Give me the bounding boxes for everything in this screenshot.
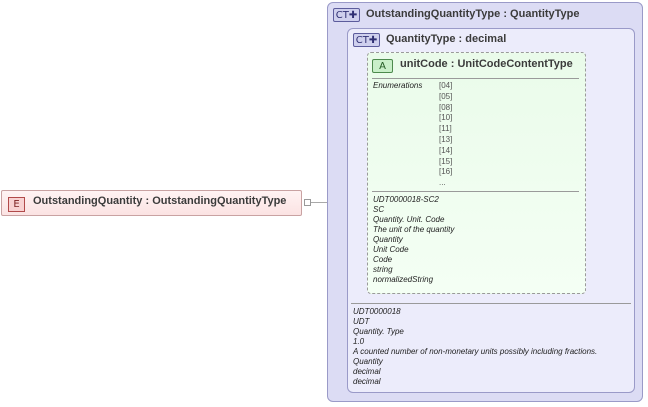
- doc-line: decimal: [353, 377, 381, 386]
- doc-line: UDT: [353, 317, 370, 326]
- inner-type-base: decimal: [465, 33, 507, 45]
- element-separator: :: [145, 195, 150, 207]
- inner-type-name: QuantityType: [386, 33, 456, 45]
- type-documentation: UDT0000018 UDT Quantity. Type 1.0 A coun…: [353, 307, 597, 387]
- complex-type-badge: CT✚: [333, 8, 360, 22]
- enumeration-value: [05]: [439, 91, 453, 101]
- attribute-unit-code[interactable]: [367, 52, 586, 294]
- divider: [372, 78, 579, 79]
- attribute-name: unitCode: [400, 58, 448, 70]
- doc-line: string: [373, 265, 393, 274]
- complex-type-badge: CT✚: [353, 33, 380, 47]
- element-label: OutstandingQuantity : OutstandingQuantit…: [33, 195, 286, 207]
- doc-line: UDT0000018-SC2: [373, 195, 439, 204]
- doc-line: The unit of the quantity: [373, 225, 455, 234]
- doc-line: normalizedString: [373, 275, 434, 284]
- doc-line: A counted number of non-monetary units p…: [353, 347, 598, 356]
- enumeration-value: [08]: [439, 102, 453, 112]
- attribute-title: unitCode : UnitCodeContentType: [400, 58, 573, 70]
- enumerations-label: Enumerations: [373, 81, 423, 90]
- doc-line: 1.0: [353, 337, 365, 346]
- doc-line: Unit Code: [373, 245, 409, 254]
- enumeration-more: ...: [439, 178, 446, 188]
- doc-line: decimal: [353, 367, 381, 376]
- enumeration-value: [13]: [439, 134, 453, 144]
- connector-line: [311, 202, 327, 203]
- divider: [372, 191, 579, 192]
- outer-type-title: OutstandingQuantityType : QuantityType: [366, 8, 580, 20]
- doc-line: SC: [373, 205, 385, 214]
- element-name: OutstandingQuantity: [33, 195, 143, 207]
- outer-type-base: QuantityType: [510, 8, 580, 20]
- outer-type-separator: :: [503, 8, 507, 20]
- attribute-type: UnitCodeContentType: [457, 58, 573, 70]
- doc-line: UDT0000018: [353, 307, 401, 316]
- doc-line: Code: [373, 255, 393, 264]
- enumeration-value: [15]: [439, 156, 453, 166]
- attribute-badge: A: [372, 59, 393, 73]
- attribute-documentation: UDT0000018-SC2 SC Quantity. Unit. Code T…: [373, 195, 454, 285]
- doc-line: Quantity. Unit. Code: [373, 215, 445, 224]
- doc-line: Quantity: [353, 357, 383, 366]
- enumeration-value: [10]: [439, 113, 453, 123]
- attribute-separator: :: [450, 58, 455, 70]
- inner-type-separator: :: [458, 33, 463, 45]
- enumeration-value: [04]: [439, 81, 453, 90]
- doc-line: Quantity: [373, 235, 403, 244]
- doc-line: Quantity. Type: [353, 327, 404, 336]
- expand-collapse-icon[interactable]: [304, 199, 311, 206]
- enumeration-value: [14]: [439, 145, 453, 155]
- element-type: OutstandingQuantityType: [152, 195, 287, 207]
- enumeration-value: [16]: [439, 167, 453, 177]
- divider: [351, 303, 631, 304]
- enumeration-list: [04] [05] [08] [10] [11] [13] [14] [15] …: [439, 81, 452, 189]
- element-badge: E: [8, 197, 25, 212]
- element-node[interactable]: [1, 190, 302, 216]
- inner-type-title: QuantityType : decimal: [386, 33, 506, 45]
- outer-type-name: OutstandingQuantityType: [366, 8, 501, 20]
- enumeration-value: [11]: [439, 124, 452, 134]
